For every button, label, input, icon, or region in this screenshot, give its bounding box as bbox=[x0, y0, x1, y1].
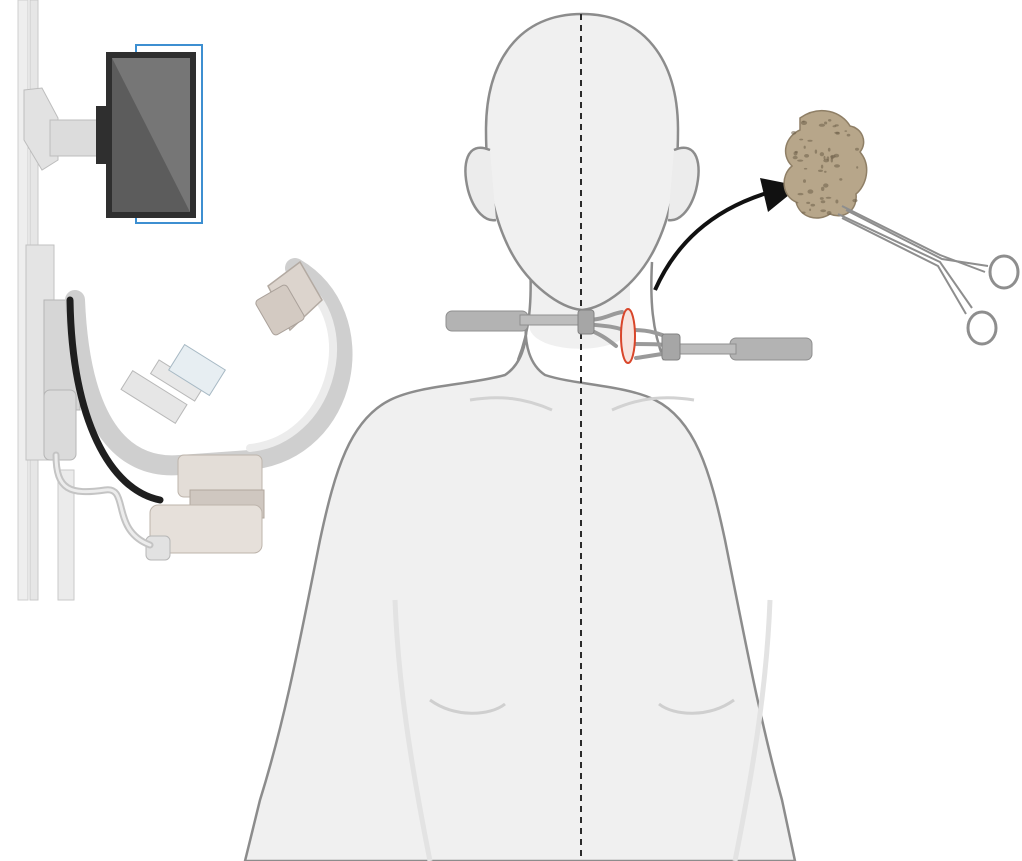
specimen-spot bbox=[796, 202, 798, 204]
specimen-spot bbox=[826, 197, 832, 199]
specimen-spot bbox=[827, 211, 832, 215]
specimen-spot bbox=[852, 199, 857, 202]
specimen-spot bbox=[831, 158, 833, 162]
specimen-spot bbox=[820, 152, 824, 156]
specimen-spot bbox=[794, 151, 798, 155]
forceps-shank-lower bbox=[842, 218, 966, 314]
specimen-spot bbox=[833, 125, 837, 127]
specimen-spot bbox=[820, 197, 824, 200]
specimen-spot bbox=[804, 168, 807, 170]
specimen-spot bbox=[802, 121, 804, 123]
specimen-spot bbox=[798, 193, 804, 195]
resected-specimen-icon bbox=[784, 111, 867, 218]
forceps-ring-lower bbox=[968, 312, 996, 344]
c-arm-source bbox=[121, 345, 225, 424]
incision-icon bbox=[621, 309, 635, 363]
specimen-spot bbox=[793, 156, 798, 159]
monitor-arm bbox=[50, 120, 100, 156]
specimen-spot bbox=[815, 150, 817, 154]
specimen-spot bbox=[818, 170, 823, 172]
specimen-spot bbox=[819, 124, 825, 127]
specimen-spot bbox=[823, 159, 829, 163]
specimen-spot bbox=[828, 119, 831, 122]
retractor-handle-left bbox=[446, 311, 528, 331]
specimen-spot bbox=[844, 130, 847, 132]
specimen-spot bbox=[791, 131, 796, 135]
specimen-spot bbox=[856, 166, 858, 169]
specimen-spot bbox=[797, 160, 803, 162]
specimen-spot bbox=[821, 165, 823, 169]
specimen-spot bbox=[807, 140, 812, 142]
retractor-hub-left bbox=[578, 310, 594, 334]
specimen-spot bbox=[804, 154, 809, 158]
patient-silhouette-icon bbox=[245, 14, 795, 861]
specimen-spot bbox=[802, 212, 806, 214]
retractor-hub-right bbox=[662, 334, 680, 360]
specimen-spot bbox=[811, 204, 816, 207]
specimen-spot bbox=[808, 189, 814, 193]
forceps-ring-upper bbox=[990, 256, 1018, 288]
specimen-spot bbox=[820, 209, 826, 212]
specimen-spot bbox=[803, 179, 806, 183]
specimen-spot bbox=[804, 146, 806, 149]
specimen-spot bbox=[824, 171, 827, 173]
specimen-spot bbox=[847, 134, 851, 137]
c-arm-joint bbox=[44, 390, 76, 460]
specimen-spot bbox=[855, 148, 859, 151]
specimen-spot bbox=[806, 202, 810, 204]
specimen-spot bbox=[799, 139, 803, 141]
specimen-spot bbox=[835, 200, 838, 204]
specimen-spot bbox=[834, 132, 839, 134]
retractor-handle-right bbox=[730, 338, 812, 360]
specimen-spot bbox=[821, 200, 826, 203]
specimen-spot bbox=[839, 178, 842, 181]
specimen-spot bbox=[824, 122, 827, 125]
forceps-icon bbox=[838, 206, 1018, 344]
specimen-spot bbox=[828, 148, 831, 152]
specimen-spot bbox=[823, 183, 828, 187]
specimen-spot bbox=[834, 164, 840, 167]
specimen-spot bbox=[821, 187, 824, 191]
monitor-icon bbox=[24, 45, 202, 223]
specimen-spot bbox=[834, 154, 839, 158]
specimen-spot bbox=[809, 209, 811, 212]
